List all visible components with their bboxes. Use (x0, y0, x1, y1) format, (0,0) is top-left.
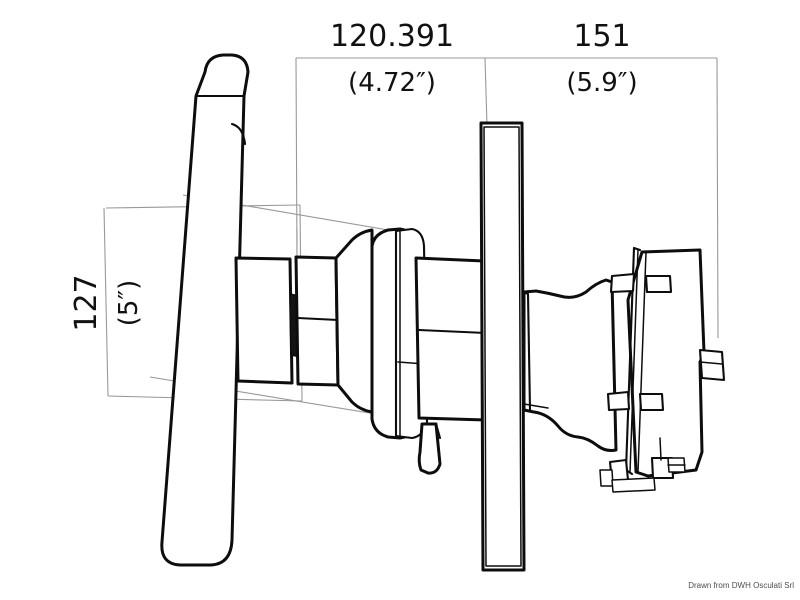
shaft-front-collar (294, 255, 340, 387)
bracket-base-bar (611, 477, 656, 493)
mid-body-step-line (417, 328, 488, 335)
bracket-lug-right (698, 348, 726, 382)
bracket-lug-right-split (699, 361, 723, 365)
dim-151-mm-label: 151 (573, 19, 630, 54)
bracket-lug-lower-right (638, 392, 665, 412)
pump-cylinder-body (234, 228, 374, 414)
handle-outline (160, 53, 250, 567)
dim-151-inch-label: (5.9″) (566, 68, 637, 98)
witness-line-middle (484, 57, 488, 127)
bracket-stud (659, 437, 662, 461)
bulkhead-plate-outline (479, 121, 526, 572)
handle-inner-radius (230, 122, 247, 146)
witness-line-right (716, 57, 719, 339)
cone-transition (334, 228, 374, 414)
bracket-lug-upper-left (609, 272, 636, 294)
mid-body-outline (414, 256, 488, 422)
rear-mounting-bracket (599, 246, 726, 493)
bracket-lug-upper-right (644, 274, 673, 294)
shaft-rear-collar (234, 256, 294, 385)
dim-120-inch-label: (4.72″) (348, 68, 436, 98)
dim-127-inch-label: (5″) (114, 280, 144, 327)
nozzle-edge (434, 422, 442, 440)
bulkhead-plate-inner (483, 126, 522, 567)
drawing-credit: Drawn from DWH Osculati Srl (688, 581, 794, 590)
bracket-foot-left-outer (599, 469, 614, 487)
collar-step-line (296, 316, 340, 322)
dim-line-127-left (103, 207, 109, 397)
connector-lower-detail (523, 403, 549, 409)
bracket-rod-line-b (637, 251, 647, 473)
bracket-rod-line-a (629, 249, 639, 473)
connecting-body (522, 278, 618, 452)
pump-lever-handle (160, 53, 250, 567)
witness-line-left (295, 57, 298, 259)
bracket-lug-lower-left (606, 390, 631, 412)
dimension-labels: 120.391 (4.72″) 151 (5.9″) 127 (5″) (69, 19, 638, 332)
connector-flange-edge (522, 290, 532, 412)
bracket-plate (626, 248, 706, 478)
bulkhead-mounting-plate (479, 121, 526, 572)
bracket-rod-outer (624, 246, 642, 476)
dim-120-mm-label: 120.391 (330, 19, 454, 54)
dim-127-mm-label: 127 (69, 274, 104, 331)
pump-mid-body (414, 256, 488, 475)
outlet-nozzle (417, 422, 442, 475)
